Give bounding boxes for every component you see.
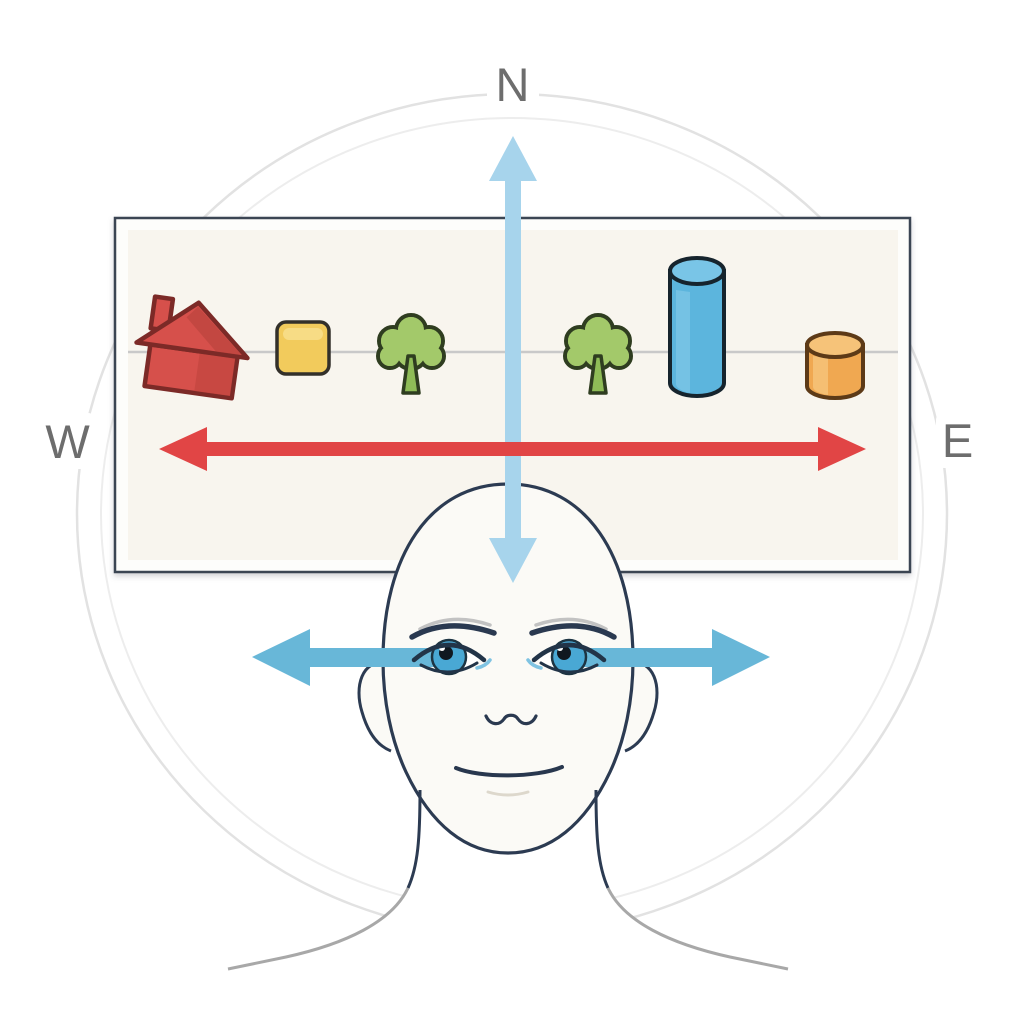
gaze-arrow-left [252,629,452,686]
tree-trunk [588,354,608,395]
neck-left [406,789,422,889]
left-lower-lid [419,661,479,674]
shoulder-left [227,887,410,971]
mouth [454,765,564,778]
west-east-arrow [159,427,866,471]
torso [240,792,776,1024]
compass-west-label: W [40,413,96,469]
gaze-arrow-right [566,629,770,686]
tree-trunk [401,354,421,395]
left-eyebrow [409,623,497,640]
eyes [411,638,607,676]
face-outline [381,482,635,855]
tree-icon-left [376,313,446,395]
neck-right [594,789,610,889]
right-upper-lid [531,642,607,663]
nose [484,713,538,726]
square-icon [275,320,331,376]
north-vertical-arrow [489,136,537,583]
right-eyebrow [529,623,617,640]
house-icon [134,294,250,401]
shoulder-right [606,887,789,971]
tree-icon-right [563,313,633,395]
compass-east-label: E [936,412,980,468]
cylinder-short-icon [805,331,865,400]
cylinder-tall-icon [668,256,726,398]
compass-north-label: N [487,57,539,111]
left-upper-lid [411,642,487,663]
right-lower-lid [539,661,599,674]
